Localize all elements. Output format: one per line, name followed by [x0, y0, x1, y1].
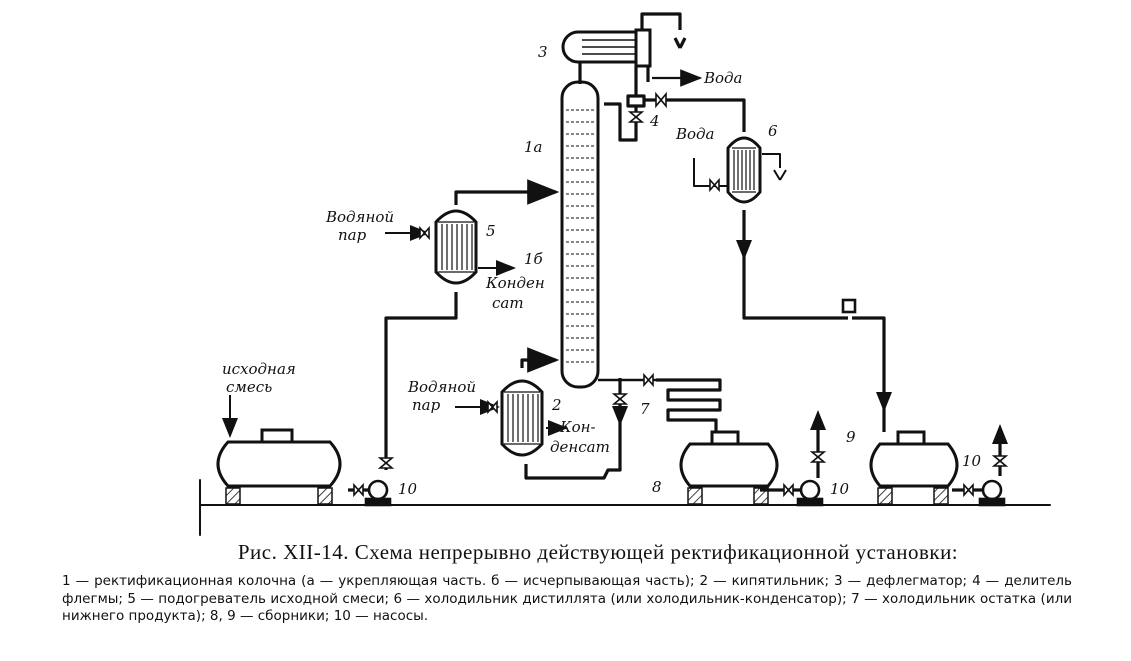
dephlegmator [561, 28, 652, 68]
label-2: 2 [551, 396, 562, 414]
label-10-distillate-pump: 10 [830, 480, 850, 498]
process-diagram: 3 4 6 1а 1б 5 2 7 8 9 10 10 10 Вода Вода… [199, 12, 1051, 536]
label-condensate-boiler-line1: Кон- [559, 418, 596, 436]
label-3: 3 [538, 43, 548, 61]
valves [353, 91, 1009, 498]
label-1b: 1б [524, 250, 544, 268]
pumps [364, 298, 1006, 507]
figure-caption-title: Рис. XII-14. Схема непрерывно действующе… [237, 540, 959, 564]
rectification-column [560, 80, 600, 389]
figure-legend: 1 — ректификационная колочна (а — укрепл… [62, 573, 1072, 624]
label-4: 4 [649, 112, 660, 130]
label-steam-boiler-line2: пар [412, 396, 441, 414]
label-10-residue-pump: 10 [962, 452, 982, 470]
label-steam-heater-line1: Водяной [325, 208, 394, 226]
feed-tank [216, 428, 342, 505]
label-1a: 1а [524, 138, 543, 156]
label-6: 6 [768, 122, 778, 140]
distillate-cooler [726, 136, 762, 204]
label-5: 5 [486, 222, 496, 240]
label-10-feed-pump: 10 [398, 480, 418, 498]
label-water-cooler: Вода [675, 125, 715, 143]
label-9: 9 [846, 428, 856, 446]
distillate-tank [679, 430, 779, 505]
residue-tank [869, 430, 959, 505]
label-feed-line1: исходная [222, 360, 296, 378]
label-7: 7 [640, 400, 650, 418]
label-steam-heater-line2: пар [338, 226, 367, 244]
label-8: 8 [652, 478, 662, 496]
label-steam-boiler-line1: Водяной [407, 378, 476, 396]
label-condensate-heater-line1: Конден [485, 274, 545, 292]
label-feed-line2: смесь [226, 378, 272, 396]
label-water-dephlegmator: Вода [703, 69, 743, 87]
reboiler [500, 379, 544, 457]
label-condensate-boiler-line2: денсат [550, 438, 610, 456]
feed-heater [434, 209, 478, 285]
label-condensate-heater-line2: сат [492, 294, 524, 312]
